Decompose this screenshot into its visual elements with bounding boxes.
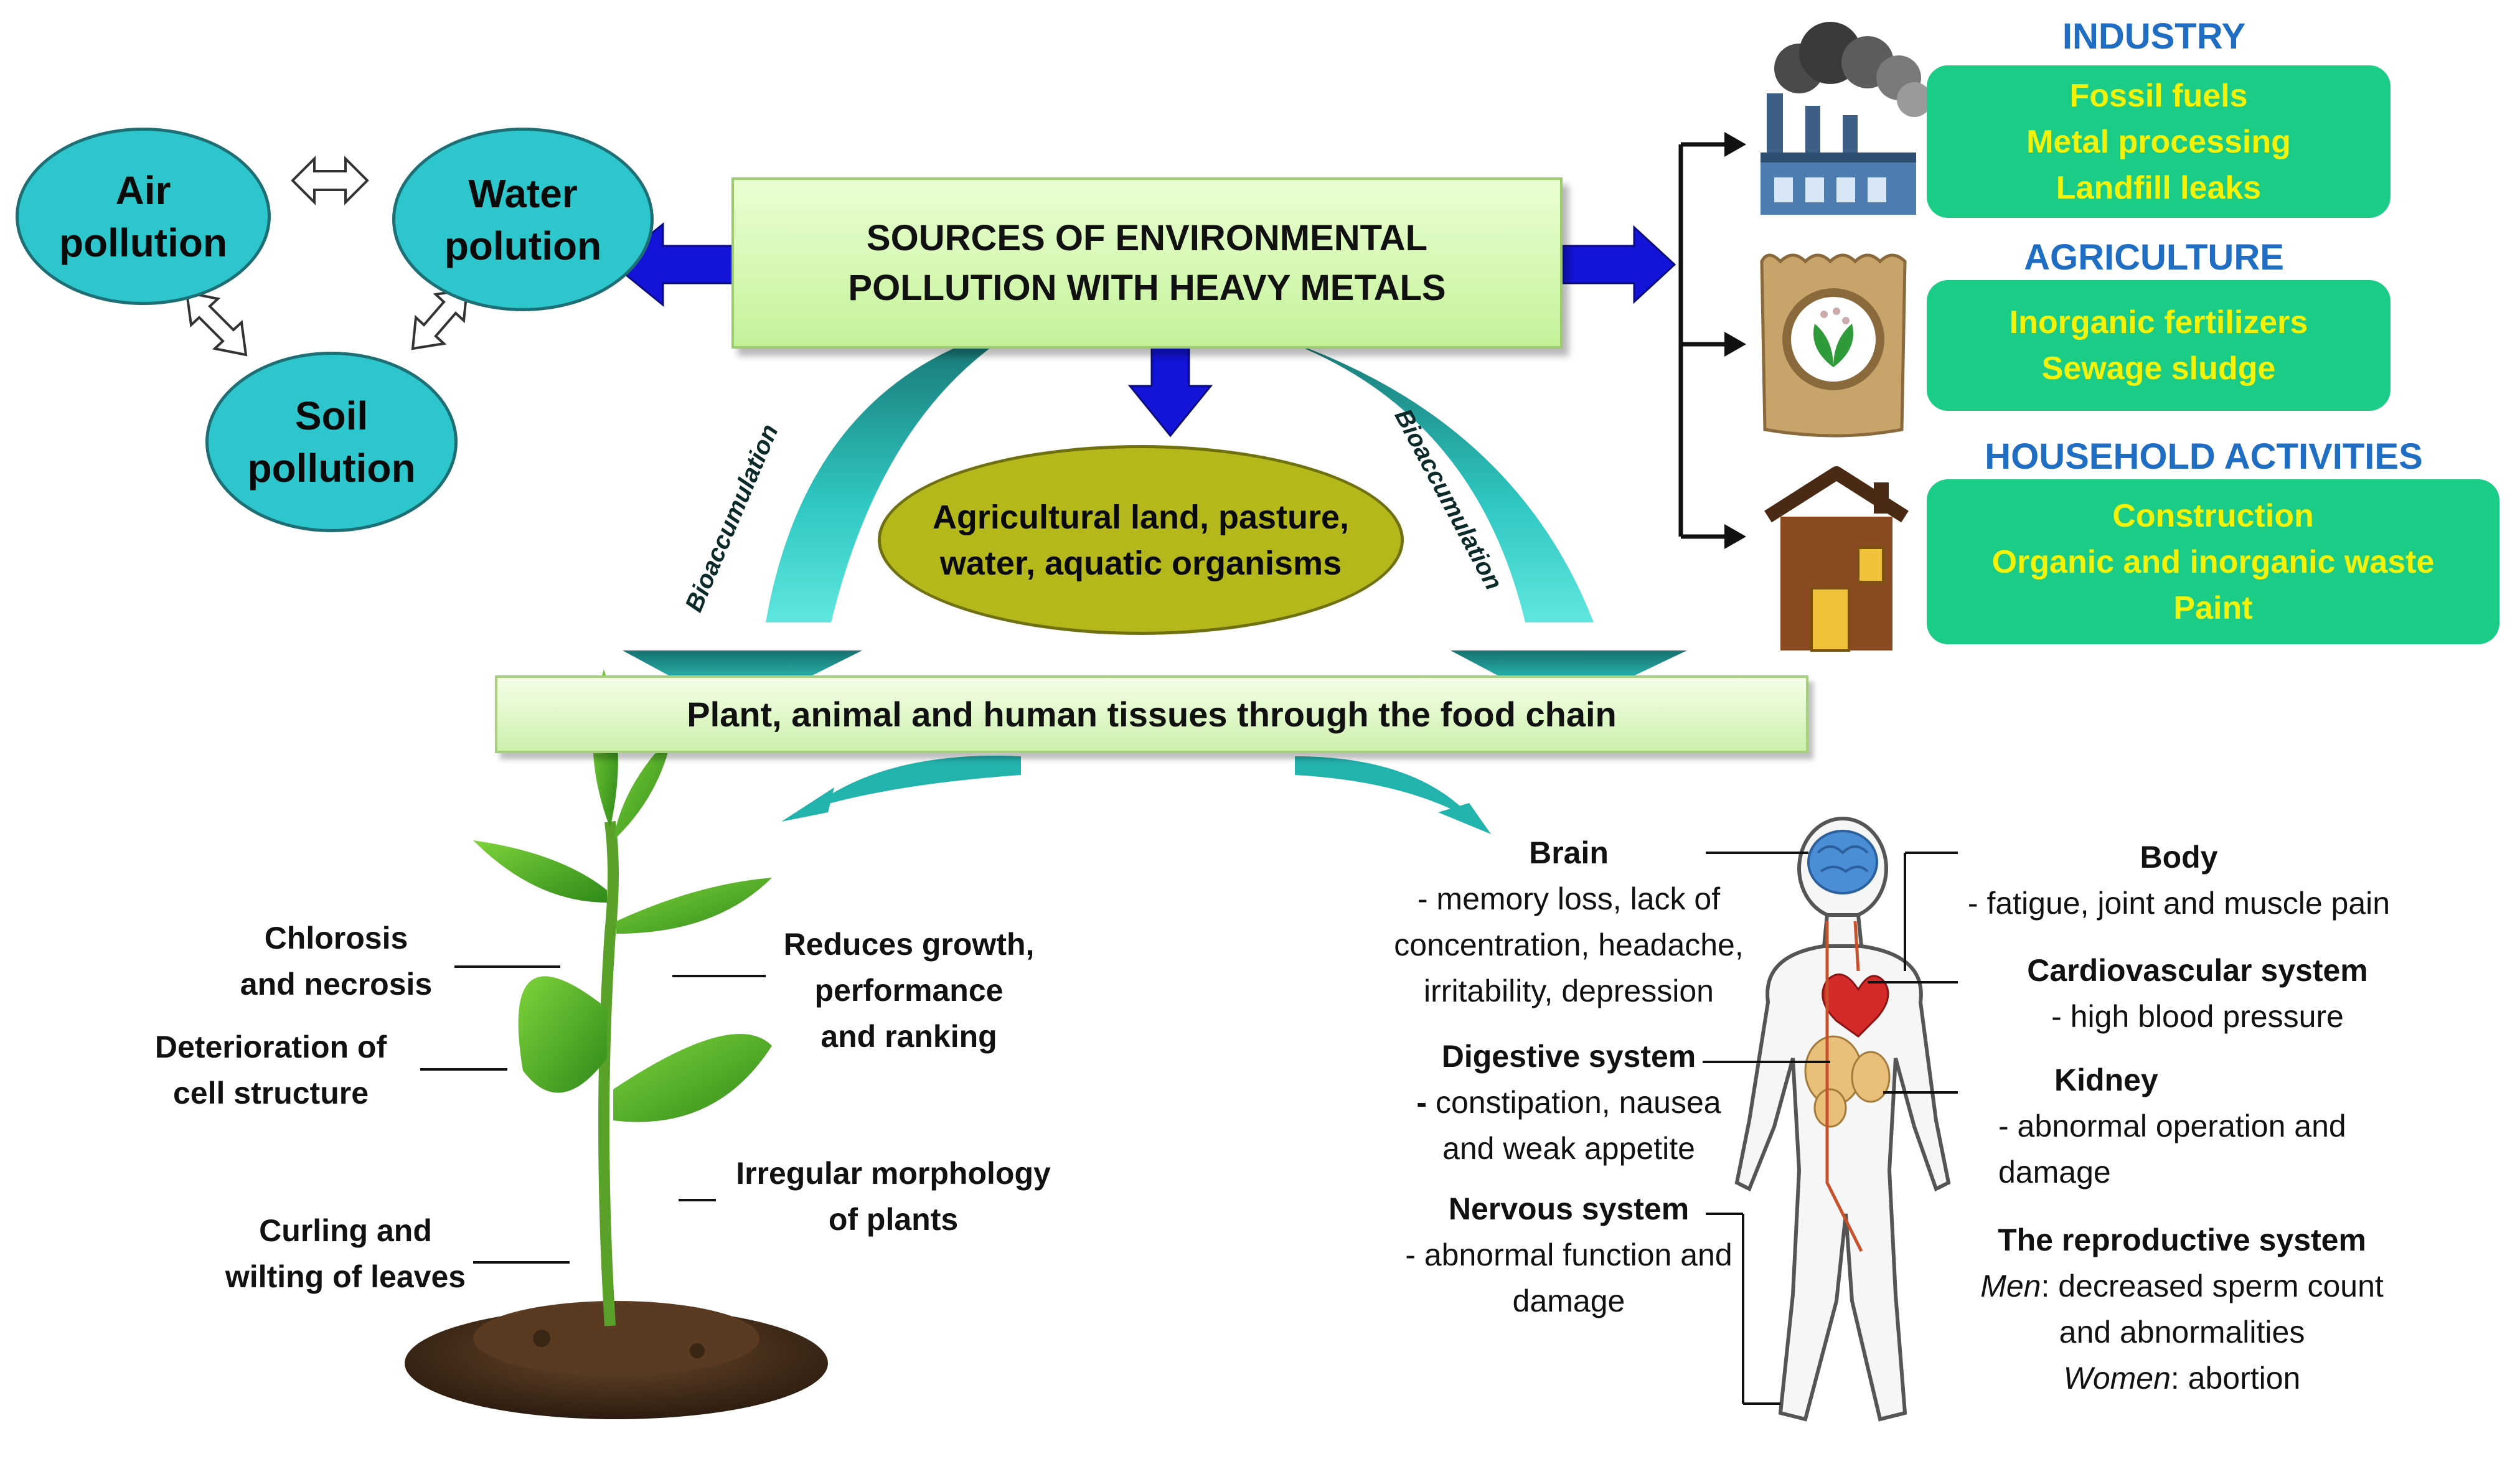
agriculture-box: Inorganic fertilizers Sewage sludge bbox=[1927, 280, 2391, 411]
industry-box: Fossil fuels Metal processing Landfill l… bbox=[1927, 65, 2391, 218]
nervous-title: Nervous system bbox=[1448, 1191, 1690, 1226]
main-sources-box: SOURCES OF ENVIRONMENTAL POLLUTION WITH … bbox=[731, 177, 1563, 349]
reproductive-men-text: : decreased sperm count and abnormalitie… bbox=[2041, 1269, 2384, 1350]
source-bracket bbox=[1678, 142, 1724, 539]
plant-effect-curling: Curling and wilting of leaves bbox=[225, 1213, 466, 1294]
body-title: Body bbox=[2140, 840, 2218, 875]
double-arrow-air-soil bbox=[185, 291, 248, 357]
teal-arrow-right bbox=[1233, 324, 1594, 622]
teal-arrow-to-plant bbox=[809, 756, 1021, 809]
kidney-effect-block: Kidney - abnormal operation and damage bbox=[1998, 1057, 2434, 1195]
water-pollution-label: Water polution bbox=[444, 171, 602, 268]
household-item-construction: Construction bbox=[2112, 497, 2314, 534]
cardio-text: - high blood pressure bbox=[2051, 999, 2344, 1034]
body-effect-block: Body - fatigue, joint and muscle pain bbox=[1949, 834, 2409, 926]
nervous-effect-block: Nervous system - abnormal function and d… bbox=[1338, 1186, 1799, 1324]
nervous-text: - abnormal function and damage bbox=[1405, 1237, 1732, 1318]
reproductive-title: The reproductive system bbox=[1998, 1223, 2366, 1257]
body-text: - fatigue, joint and muscle pain bbox=[1967, 886, 2391, 921]
heart-icon bbox=[1822, 974, 1889, 1038]
digestive-effect-block: Digestive system - constipation, nausea … bbox=[1338, 1033, 1799, 1171]
house-icon bbox=[1764, 466, 1909, 652]
household-box: Construction Organic and inorganic waste… bbox=[1927, 479, 2499, 644]
agriculture-item-sewage-sludge: Sewage sludge bbox=[2041, 350, 2276, 387]
industry-item-fossil-fuels: Fossil fuels bbox=[2069, 77, 2248, 114]
blue-arrow-down bbox=[1127, 335, 1213, 438]
digestive-dash: - bbox=[1416, 1085, 1427, 1120]
reproductive-women-text: : abortion bbox=[2170, 1361, 2301, 1396]
factory-icon bbox=[1761, 22, 1932, 215]
digestive-text-wrapper: - constipation, nausea and weak appetite bbox=[1338, 1079, 1799, 1171]
reproductive-men-line: Men: decreased sperm count and abnormali… bbox=[1927, 1263, 2437, 1355]
cardio-title: Cardiovascular system bbox=[2027, 953, 2368, 988]
reproductive-men-label: Men bbox=[1980, 1269, 2041, 1303]
plant-illustration bbox=[405, 669, 828, 1419]
reproductive-women-label: Women bbox=[2063, 1361, 2171, 1396]
kidney-title: Kidney bbox=[2054, 1063, 2158, 1097]
air-pollution-ellipse: Air pollution bbox=[16, 128, 271, 305]
household-heading: HOUSEHOLD ACTIVITIES bbox=[1985, 436, 2423, 477]
reproductive-women-line: Women: abortion bbox=[1927, 1355, 2437, 1401]
food-chain-label: Plant, animal and human tissues through … bbox=[687, 695, 1617, 734]
human-leader-lines bbox=[1703, 852, 1958, 1405]
industry-heading: INDUSTRY bbox=[2062, 16, 2246, 57]
double-arrow-water-soil bbox=[411, 288, 469, 350]
household-item-paint: Paint bbox=[2173, 589, 2253, 626]
double-arrow-air-water bbox=[291, 156, 369, 205]
fertilizer-bag-icon bbox=[1760, 253, 1907, 438]
agriculture-item-fertilizers: Inorganic fertilizers bbox=[2009, 304, 2308, 340]
plant-effect-chlorosis: Chlorosis and necrosis bbox=[240, 921, 433, 1002]
household-item-waste: Organic and inorganic waste bbox=[1991, 543, 2435, 580]
plant-effect-deterioration: Deterioration of cell structure bbox=[154, 1030, 387, 1110]
teal-arrow-to-human bbox=[1295, 756, 1475, 822]
blue-arrow-right bbox=[1561, 225, 1676, 304]
industry-item-metal-processing: Metal processing bbox=[2026, 123, 2291, 160]
plant-effect-irregular-morphology: Irregular morphology of plants bbox=[736, 1156, 1051, 1237]
air-pollution-label: Air pollution bbox=[59, 167, 228, 265]
food-chain-box: Plant, animal and human tissues through … bbox=[495, 675, 1808, 753]
kidney-text: - abnormal operation and damage bbox=[1998, 1109, 2346, 1190]
plant-leader-lines bbox=[420, 965, 766, 1264]
digestive-text: constipation, nausea and weak appetite bbox=[1435, 1085, 1721, 1166]
water-pollution-ellipse: Water polution bbox=[392, 128, 654, 311]
soil-pollution-label: Soil pollution bbox=[247, 393, 416, 491]
cardio-effect-block: Cardiovascular system - high blood press… bbox=[1980, 947, 2415, 1040]
teal-arrow-left bbox=[766, 324, 1027, 622]
agriculture-heading: AGRICULTURE bbox=[2024, 237, 2284, 278]
brain-title: Brain bbox=[1529, 835, 1609, 870]
reproductive-effect-block: The reproductive system Men: decreased s… bbox=[1927, 1217, 2437, 1401]
soil-pollution-ellipse: Soil pollution bbox=[205, 352, 458, 532]
agricultural-land-label: Agricultural land, pasture, water, aquat… bbox=[932, 498, 1350, 582]
brain-text: - memory loss, lack of concentration, he… bbox=[1394, 881, 1744, 1008]
digestive-title: Digestive system bbox=[1441, 1039, 1696, 1074]
industry-item-landfill-leaks: Landfill leaks bbox=[2056, 169, 2262, 206]
brain-icon bbox=[1807, 830, 1878, 894]
agricultural-land-ellipse: Agricultural land, pasture, water, aquat… bbox=[878, 445, 1404, 635]
main-title: SOURCES OF ENVIRONMENTAL POLLUTION WITH … bbox=[848, 217, 1446, 308]
plant-effect-reduces-growth: Reduces growth, performance and ranking bbox=[783, 927, 1035, 1054]
brain-effect-block: Brain - memory loss, lack of concentrati… bbox=[1338, 830, 1799, 1014]
organs-icon bbox=[1804, 1035, 1891, 1128]
